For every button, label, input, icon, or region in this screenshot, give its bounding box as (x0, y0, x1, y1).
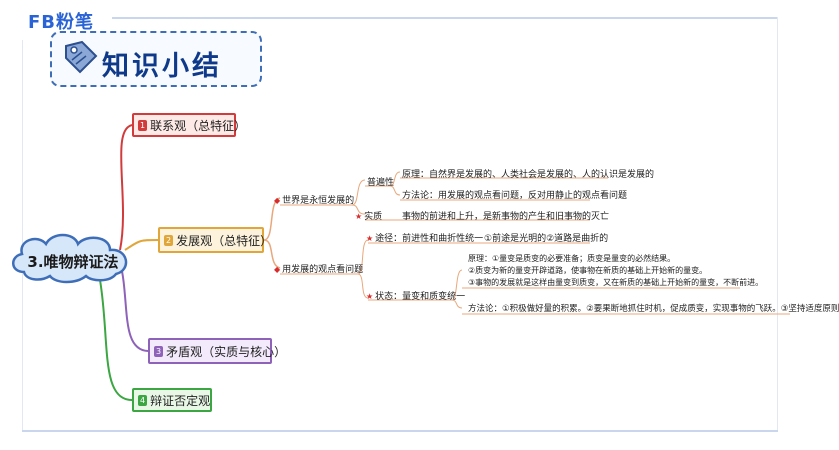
star-icon: ★ (366, 234, 374, 243)
node-text: 用发展的观点看问题 (282, 265, 364, 275)
path-node[interactable]: ★途径：前进性和曲折性统一 (366, 231, 483, 244)
star-icon: ★ (366, 292, 374, 301)
bottom-divider (22, 430, 778, 432)
mindmap-connectors (99, 124, 790, 401)
essence-node[interactable]: ★实质 (355, 209, 382, 222)
root-cloud-icon (12, 233, 128, 284)
page-title: 知识小结 (102, 51, 222, 82)
priority-badge: 3 (154, 345, 164, 357)
logo-text: FB粉笔 (28, 12, 95, 33)
branch-dialectical-negation[interactable]: 4 辩证否定观 (132, 388, 212, 412)
principle-1: 原理：自然界是发展的、人类社会是发展的、人的认识是发展的 (402, 170, 655, 180)
branch-label: 辩证否定观 (150, 393, 211, 408)
node-text: 世界是永恒发展的 (282, 196, 355, 206)
view-node[interactable]: ◆用发展的观点看问题 (274, 262, 363, 275)
app-logo: FB粉笔 (28, 8, 94, 34)
tag-icon (65, 40, 98, 74)
world-node[interactable]: ◆世界是永恒发展的 (274, 193, 354, 206)
star-icon: ◆ (274, 265, 281, 274)
principle-2-line3: ③事物的发展就是这样由量变到质变，又在新质的基础上开始新的量变，不断前进。 (468, 278, 764, 287)
priority-badge: 4 (138, 394, 148, 406)
node-text: 途径：前进性和曲折性统一 (375, 234, 484, 244)
branch-contradiction-view[interactable]: 3 矛盾观（实质与核心） (148, 338, 286, 364)
principle-2-line2: ②质变为新的量变开辟道路，使事物在新质的基础上开始新的量变。 (468, 266, 708, 275)
right-border (777, 17, 778, 430)
method-1: 方法论：用发展的观点看问题，反对用静止的观点看问题 (402, 191, 628, 201)
principle-2-line1: 原理：①量变是质变的必要准备；质变是量变的必然结果。 (468, 254, 676, 263)
branch-label: 发展观（总特征） (176, 233, 273, 248)
state-node[interactable]: ★状态：量变和质变统一 (366, 289, 465, 302)
priority-badge: 2 (164, 234, 174, 246)
branch-label: 矛盾观（实质与核心） (166, 344, 287, 359)
priority-badge: 1 (138, 119, 148, 131)
method-2: 方法论：①积极做好量的积累。②要果断地抓住时机，促成质变，实现事物的飞跃。③坚持… (468, 304, 839, 314)
path-text: ①前途是光明的②道路是曲折的 (484, 234, 609, 244)
branch-connection-view[interactable]: 1 联系观（总特征） (132, 113, 246, 137)
star-icon: ◆ (274, 196, 281, 205)
branch-label: 联系观（总特征） (150, 118, 247, 133)
essence-text: 事物的前进和上升，是新事物的产生和旧事物的灭亡 (402, 212, 610, 222)
branch-development-view[interactable]: 2 发展观（总特征） (158, 227, 272, 253)
node-text: 实质 (364, 212, 383, 222)
root-node: 3.唯物辩证法 (27, 253, 119, 271)
node-text: 状态：量变和质变统一 (375, 292, 466, 302)
top-divider (112, 17, 778, 19)
star-icon: ★ (355, 212, 363, 221)
universality-node[interactable]: 普遍性 (367, 178, 395, 188)
left-border (22, 40, 23, 430)
